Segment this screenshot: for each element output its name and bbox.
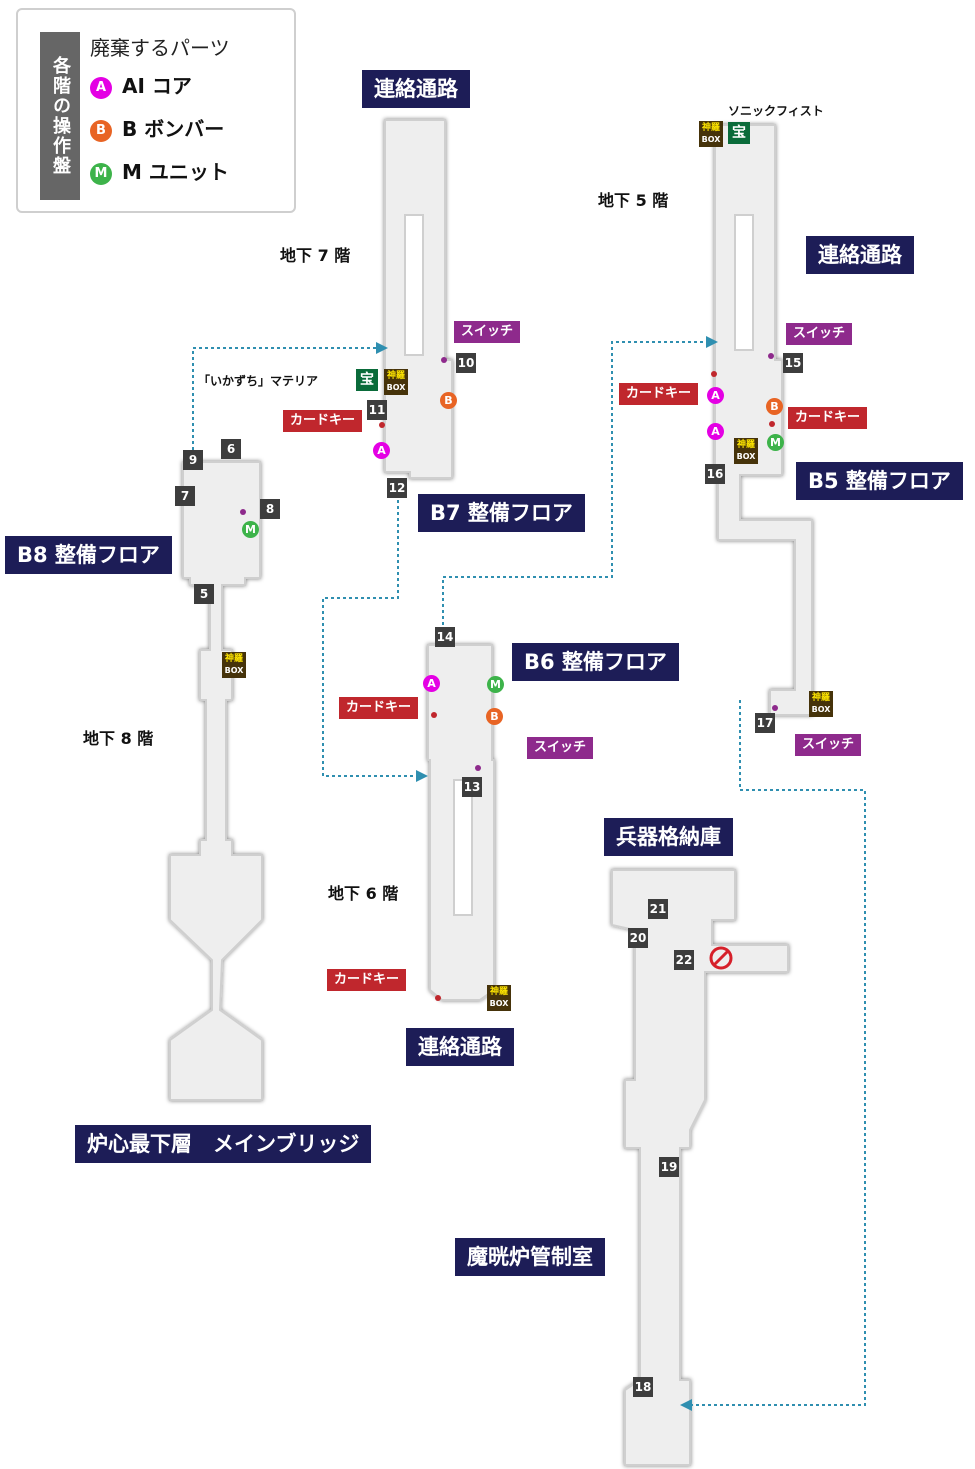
shinra-box-icon: 神羅 BOX — [487, 985, 511, 1011]
point-number: 22 — [674, 950, 694, 970]
route-arrows — [376, 336, 718, 1411]
legend-panel: 各階の操作盤 廃棄するパーツ A AI コア B B ボンバー M M ユニット — [16, 8, 296, 213]
area-b8: B8 整備フロア — [5, 536, 172, 574]
b-badge-icon: B — [90, 119, 112, 142]
switch-tag: スイッチ — [786, 323, 853, 345]
area-b6-corridor: 連絡通路 — [406, 1028, 514, 1066]
weapon-storage-floor-plan — [611, 869, 789, 1466]
box-bottom-label: BOX — [489, 999, 509, 1008]
point-number: 18 — [633, 1377, 653, 1397]
a-badge-icon: A — [90, 76, 112, 99]
area-b5: B5 整備フロア — [796, 462, 963, 500]
bomber-marker: B — [486, 708, 503, 725]
shinra-box-icon: 神羅 BOX — [809, 691, 833, 717]
point-number: 20 — [628, 928, 648, 948]
area-b5-corridor: 連絡通路 — [806, 236, 914, 274]
point-number: 7 — [175, 486, 195, 506]
b6-floor-plan — [427, 644, 495, 1001]
floor-label-b7: 地下 7 階 — [280, 246, 351, 265]
card-key-tag: カードキー — [339, 697, 419, 719]
area-weapon-storage: 兵器格納庫 — [604, 818, 733, 856]
card-key-tag: カードキー — [788, 407, 868, 429]
point-number: 16 — [705, 464, 725, 484]
legend-title: 廃棄するパーツ — [90, 36, 230, 60]
point-number: 11 — [367, 400, 387, 420]
card-key-tag: カードキー — [327, 969, 407, 991]
card-key-tag: カードキー — [619, 383, 699, 405]
box-top-label: 神羅 — [386, 371, 405, 381]
floor-label-b6: 地下 6 階 — [328, 884, 399, 903]
point-number: 15 — [783, 353, 803, 373]
point-number: 5 — [194, 584, 214, 604]
point-number: 21 — [648, 899, 668, 919]
shinra-box-icon: 神羅 BOX — [734, 438, 758, 464]
unit-marker: M — [767, 434, 784, 451]
bomber-marker: B — [440, 392, 457, 409]
m-badge-icon: M — [90, 162, 112, 185]
ai-core-marker: A — [423, 675, 440, 692]
point-number: 8 — [260, 499, 280, 519]
point-number: 10 — [456, 353, 476, 373]
legend-item-label: B ボンバー — [122, 117, 225, 141]
point-number: 13 — [462, 777, 482, 797]
card-key-tag: カードキー — [283, 410, 363, 432]
area-main-bridge: 炉心最下層 メインブリッジ — [75, 1125, 372, 1163]
area-b6: B6 整備フロア — [512, 643, 679, 681]
point-number: 12 — [387, 478, 407, 498]
shinra-box-icon: 神羅 BOX — [384, 369, 408, 395]
ai-core-marker: A — [373, 442, 390, 459]
area-b7: B7 整備フロア — [418, 494, 585, 532]
marker-dots — [240, 353, 778, 1001]
b8-floor-plan — [169, 461, 263, 1101]
b7-floor-plan — [384, 119, 453, 479]
box-bottom-label: BOX — [701, 135, 721, 144]
area-reactor-control: 魔晄炉管制室 — [455, 1238, 605, 1276]
ikazuchi-materia-label: 「いかずち」マテリア — [198, 374, 319, 388]
box-top-label: 神羅 — [489, 987, 508, 997]
box-bottom-label: BOX — [386, 383, 406, 392]
area-b7-corridor: 連絡通路 — [362, 70, 470, 108]
point-number: 6 — [221, 439, 241, 459]
box-bottom-label: BOX — [811, 705, 831, 714]
no-entry-icon — [709, 946, 733, 970]
route-lines — [192, 341, 866, 1406]
legend-item-bomber: B B ボンバー — [90, 113, 224, 142]
box-bottom-label: BOX — [224, 666, 244, 675]
shinra-box-icon: 神羅 BOX — [222, 652, 246, 678]
unit-marker: M — [242, 521, 259, 538]
box-top-label: 神羅 — [811, 693, 830, 703]
sonic-fist-label: ソニックフィスト — [728, 104, 824, 118]
switch-tag: スイッチ — [454, 321, 521, 343]
unit-marker: M — [487, 676, 504, 693]
switch-tag: スイッチ — [795, 734, 862, 756]
floor-label-b8: 地下 8 階 — [83, 729, 154, 748]
ai-core-marker: A — [707, 387, 724, 404]
legend-item-label: AI コア — [122, 74, 192, 98]
legend-item-ai-core: A AI コア — [90, 70, 192, 99]
bomber-marker: B — [766, 398, 783, 415]
point-number: 19 — [659, 1157, 679, 1177]
switch-tag: スイッチ — [527, 737, 594, 759]
box-top-label: 神羅 — [736, 440, 755, 450]
box-top-label: 神羅 — [701, 123, 720, 133]
point-number: 9 — [183, 450, 203, 470]
box-top-label: 神羅 — [224, 654, 243, 664]
shinra-box-icon: 神羅 BOX — [699, 121, 723, 147]
point-number: 14 — [435, 627, 455, 647]
floor-label-b5: 地下 5 階 — [598, 191, 669, 210]
legend-item-label: M ユニット — [122, 160, 229, 184]
ai-core-marker: A — [707, 423, 724, 440]
legend-side-title: 各階の操作盤 — [40, 32, 80, 200]
box-bottom-label: BOX — [736, 452, 756, 461]
legend-item-unit: M M ユニット — [90, 156, 229, 185]
treasure-icon: 宝 — [356, 369, 378, 391]
point-number: 17 — [755, 713, 775, 733]
treasure-icon: 宝 — [728, 122, 750, 144]
